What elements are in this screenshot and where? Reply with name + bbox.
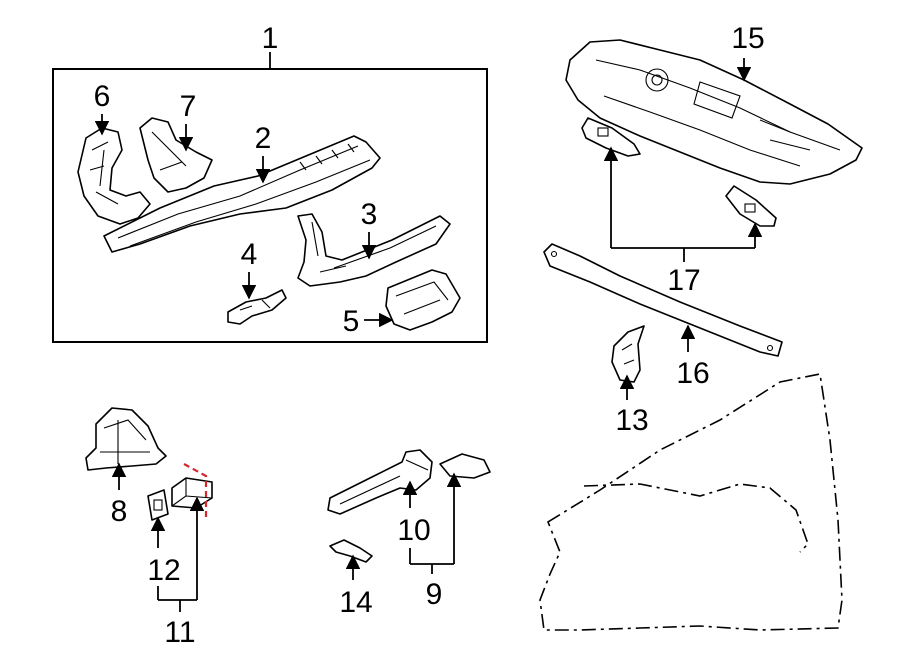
callout-7: 7 — [180, 90, 197, 123]
fender-outline — [539, 373, 843, 631]
callout-3: 3 — [361, 198, 378, 231]
callout-8: 8 — [111, 495, 128, 528]
callout-14: 14 — [339, 586, 372, 619]
callout-11: 11 — [164, 616, 195, 649]
callout-17: 17 — [667, 264, 700, 297]
part-14-drawing — [329, 539, 373, 563]
callout-4: 4 — [241, 238, 258, 271]
callout-10: 10 — [397, 514, 430, 547]
part-17a-drawing — [581, 117, 641, 157]
part-5-drawing — [385, 269, 461, 331]
part-12-drawing — [147, 489, 169, 521]
callout-15: 15 — [731, 22, 764, 55]
callout-12: 12 — [147, 554, 180, 587]
cut-line — [183, 463, 208, 518]
part-16-drawing — [543, 243, 783, 357]
part-10-drawing — [327, 449, 433, 515]
part-4-drawing — [227, 289, 287, 325]
part-13-drawing — [611, 325, 645, 383]
callout-16: 16 — [676, 357, 709, 390]
callout-6: 6 — [94, 80, 111, 113]
callout-5: 5 — [343, 305, 360, 338]
callout-2: 2 — [255, 122, 272, 155]
callout-1: 1 — [262, 22, 279, 55]
part-15-drawing — [565, 39, 863, 185]
part-7-drawing — [139, 117, 213, 193]
part-17b-drawing — [725, 185, 777, 227]
leader-lines — [94, 58, 763, 612]
callout-9: 9 — [426, 578, 443, 611]
part-8-drawing — [85, 407, 167, 471]
callout-13: 13 — [615, 404, 648, 437]
part-6-drawing — [77, 127, 151, 225]
part-2-drawing — [103, 135, 381, 253]
part-9-drawing — [439, 453, 491, 479]
